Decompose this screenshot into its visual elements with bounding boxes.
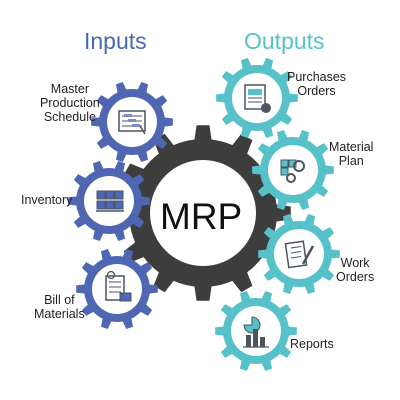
reports-icon	[243, 316, 269, 348]
label-line: Material	[329, 140, 374, 154]
doc-line	[290, 256, 302, 259]
chart-bar	[132, 124, 140, 127]
doc-line	[290, 246, 302, 249]
doc-line	[290, 251, 302, 254]
mrp-center-gear-hub	[150, 160, 256, 266]
label-line: Schedule	[43, 110, 96, 124]
chart-pointer	[139, 125, 146, 135]
chart-bar	[128, 119, 136, 122]
work-order-icon	[284, 240, 315, 269]
output-label-material-plan: Material Plan	[329, 140, 373, 168]
input-label-bill-of-materials: Bill of Materials	[34, 293, 85, 321]
inventory-boxes-icon	[96, 190, 124, 212]
chart-bar	[124, 114, 132, 117]
output-label-work-orders: Work Orders	[336, 256, 374, 284]
box	[96, 200, 106, 210]
doc	[284, 240, 308, 269]
material-plan-icon	[280, 159, 305, 183]
chart-frame	[118, 110, 146, 132]
input-label-inventory: Inventory	[21, 193, 72, 207]
label-line: Purchases	[287, 70, 347, 84]
input-label-master-production-schedule: Master Production Schedule	[40, 82, 100, 124]
material-plan-gear-hub	[268, 145, 318, 195]
bill-of-materials-gear	[76, 249, 158, 329]
bar	[246, 335, 251, 347]
box	[288, 159, 297, 168]
label-line: Reports	[290, 337, 334, 351]
bar	[260, 337, 265, 347]
cart	[119, 292, 132, 302]
box	[280, 167, 289, 176]
box	[96, 190, 106, 200]
material-plan-gear	[252, 130, 334, 210]
outputs-heading: Outputs	[244, 28, 325, 54]
schedule-chart-icon	[118, 110, 146, 135]
purchase-order-icon	[244, 84, 271, 113]
label-line: Orders	[297, 84, 336, 98]
label-line: Master	[50, 82, 89, 96]
label-line: Bill of	[44, 293, 75, 307]
bill-of-materials-gear-hub	[92, 264, 142, 314]
work-orders-gear	[258, 214, 340, 294]
label-line: Inventory	[21, 193, 73, 207]
doc-band	[248, 89, 262, 95]
output-label-reports: Reports	[290, 337, 334, 351]
cog	[293, 160, 305, 172]
label-line: Production	[40, 96, 100, 110]
label-line: Materials	[34, 307, 85, 321]
label-line: Orders	[336, 270, 375, 284]
label-line: Work	[340, 256, 370, 270]
inputs-heading: Inputs	[84, 28, 147, 54]
mrp-center-label: MRP	[160, 196, 243, 237]
label-line: Plan	[338, 154, 364, 168]
doc	[244, 84, 266, 110]
output-label-purchases-orders: Purchases Orders	[287, 70, 346, 98]
bar	[253, 329, 258, 347]
bill-of-materials-icon	[105, 270, 132, 302]
work-orders-gear-hub	[274, 229, 324, 279]
check-badge	[261, 103, 271, 113]
box	[105, 190, 115, 200]
mrp-center-gear	[115, 125, 291, 301]
box	[105, 200, 115, 210]
pen	[301, 245, 315, 265]
box	[114, 190, 124, 200]
box	[280, 159, 289, 168]
box	[114, 200, 124, 210]
cog	[286, 173, 296, 183]
cog-mark	[106, 270, 116, 280]
